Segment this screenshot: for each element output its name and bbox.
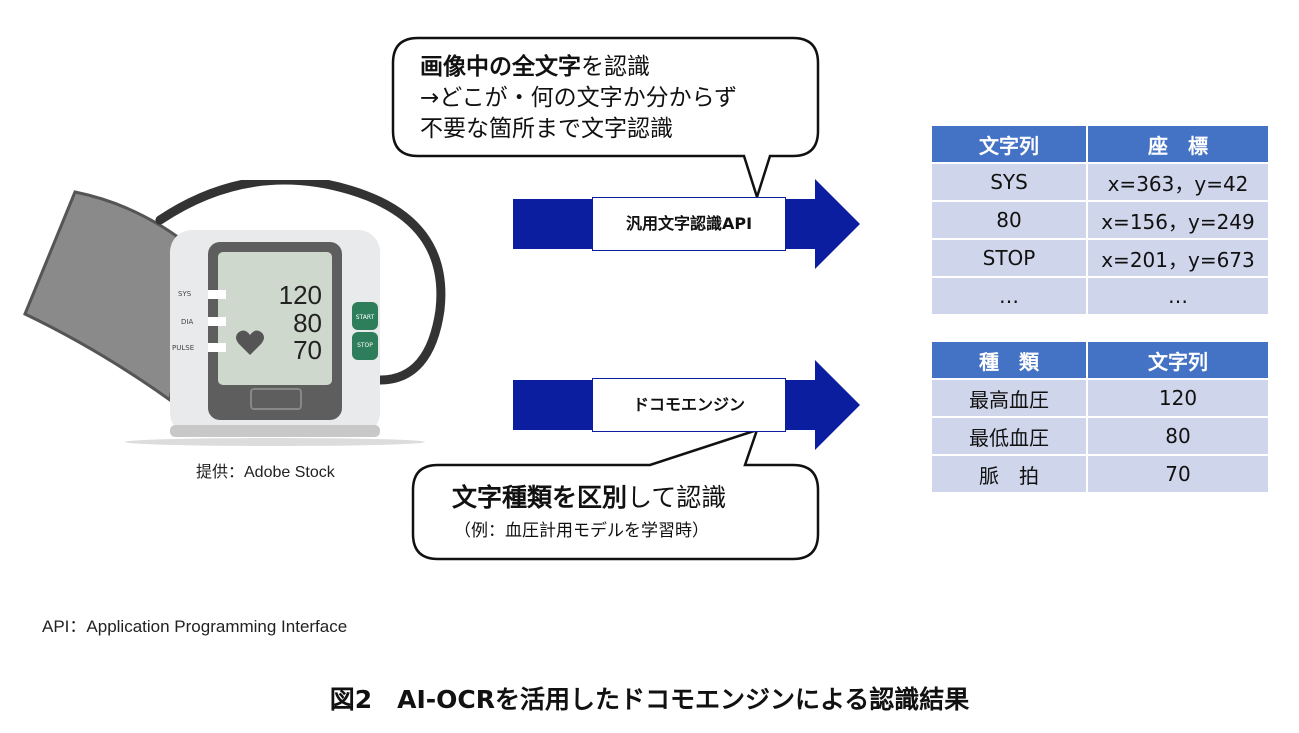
blood-pressure-monitor-illustration: SYS DIA PULSE 120 80 70 START STOP xyxy=(20,175,450,460)
header-text-col: 文字列 xyxy=(932,126,1086,162)
dia-label: DIA xyxy=(181,318,194,326)
top-callout-line3: 不要な箇所まで文字認識 xyxy=(420,116,673,142)
table-row: SYS x=363，y=42 xyxy=(932,164,1268,200)
header-coord-col: 座 標 xyxy=(1088,126,1268,162)
header-type-col: 種 類 xyxy=(932,342,1086,378)
table-row: STOP x=201，y=673 xyxy=(932,240,1268,276)
monitor-drawing xyxy=(23,175,446,446)
table-cell: 80 xyxy=(932,202,1086,238)
table-row: 脈 拍 70 xyxy=(932,456,1268,492)
docomo-engine-result-table: 種 類 文字列 最高血圧 120 最低血圧 80 脈 拍 70 xyxy=(930,340,1270,494)
bottom-callout-rest: して認識 xyxy=(627,483,727,512)
top-callout-line1: 画像中の全文字を認識 xyxy=(420,52,650,82)
table-header-row: 文字列 座 標 xyxy=(932,126,1268,162)
sys-label: SYS xyxy=(178,290,192,298)
bottom-callout-line2: （例：血圧計用モデルを学習時） xyxy=(454,521,709,541)
bottom-callout-bubble xyxy=(411,428,820,561)
top-callout-rest: を認識 xyxy=(581,54,650,80)
pulse-label: PULSE xyxy=(172,344,195,352)
table-row: 最低血圧 80 xyxy=(932,418,1268,454)
generic-ocr-api-label: 汎用文字認識API xyxy=(592,197,786,251)
table-cell: x=363，y=42 xyxy=(1088,164,1268,200)
table-header-row: 種 類 文字列 xyxy=(932,342,1268,378)
table-cell: 最低血圧 xyxy=(932,418,1086,454)
docomo-engine-label: ドコモエンジン xyxy=(592,378,786,432)
table-cell: SYS xyxy=(932,164,1086,200)
top-callout-bold: 画像中の全文字 xyxy=(420,54,581,80)
table-row: … … xyxy=(932,278,1268,314)
table-cell: x=201，y=673 xyxy=(1088,240,1268,276)
table-cell: … xyxy=(932,278,1086,314)
table-row: 最高血圧 120 xyxy=(932,380,1268,416)
top-callout-bubble xyxy=(391,36,820,202)
figure-caption: 図2 AI-OCRを活用したドコモエンジンによる認識結果 xyxy=(329,685,970,714)
systolic-reading: 120 xyxy=(278,280,322,310)
image-credit: 提供：Adobe Stock xyxy=(196,464,335,481)
table-cell: 最高血圧 xyxy=(932,380,1086,416)
table-cell: 120 xyxy=(1088,380,1268,416)
header-text-col: 文字列 xyxy=(1088,342,1268,378)
top-callout-line2: →どこが・何の文字か分からず xyxy=(420,85,738,111)
table-cell: x=156，y=249 xyxy=(1088,202,1268,238)
bottom-callout-line1: 文字種類を区別して認識 xyxy=(452,483,726,513)
api-abbreviation-note: API：Application Programming Interface xyxy=(42,617,348,636)
start-button-label: START xyxy=(355,314,375,321)
pulse-reading: 70 xyxy=(293,335,322,365)
table-cell: … xyxy=(1088,278,1268,314)
stop-button-label: STOP xyxy=(357,342,373,349)
diastolic-reading: 80 xyxy=(293,308,322,338)
generic-api-result-table: 文字列 座 標 SYS x=363，y=42 80 x=156，y=249 ST… xyxy=(930,124,1270,316)
table-cell: 脈 拍 xyxy=(932,456,1086,492)
bottom-callout-bold: 文字種類を区別 xyxy=(452,483,628,512)
table-cell: STOP xyxy=(932,240,1086,276)
table-row: 80 x=156，y=249 xyxy=(932,202,1268,238)
table-cell: 80 xyxy=(1088,418,1268,454)
table-cell: 70 xyxy=(1088,456,1268,492)
